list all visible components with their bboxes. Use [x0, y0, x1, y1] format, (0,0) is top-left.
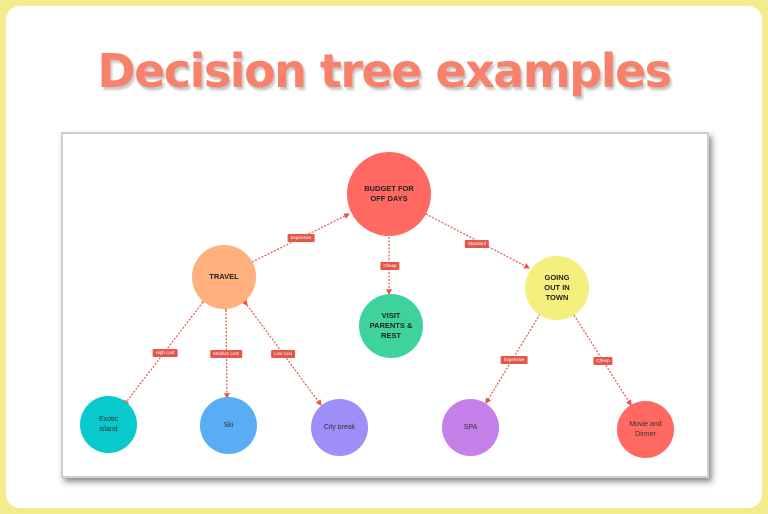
node-label: Ski: [223, 421, 234, 429]
edge-label-cheap-2: Cheap: [593, 357, 613, 365]
edge-label-high-cost: High cost: [152, 349, 178, 357]
edge-label-low-cost: Low cost: [271, 350, 295, 358]
node-spa[interactable]: SPA: [442, 399, 499, 456]
edge-label-expensive: Expensive: [287, 234, 315, 242]
edge-label-medium-cost: Medium cost: [210, 350, 242, 358]
node-city-break[interactable]: City break: [311, 399, 368, 456]
node-ski[interactable]: Ski: [200, 397, 257, 454]
edge-label-standard: Standard: [464, 240, 490, 248]
node-label: SPA: [463, 423, 478, 431]
node-label: TRAVEL: [209, 272, 239, 281]
edge-label-expensive-2: Expensive: [500, 356, 528, 364]
node-travel[interactable]: TRAVEL: [192, 245, 256, 309]
page-title: Decision tree examples: [97, 44, 672, 98]
edge-label-cheap: Cheap: [380, 262, 400, 270]
node-label: City break: [323, 423, 356, 431]
